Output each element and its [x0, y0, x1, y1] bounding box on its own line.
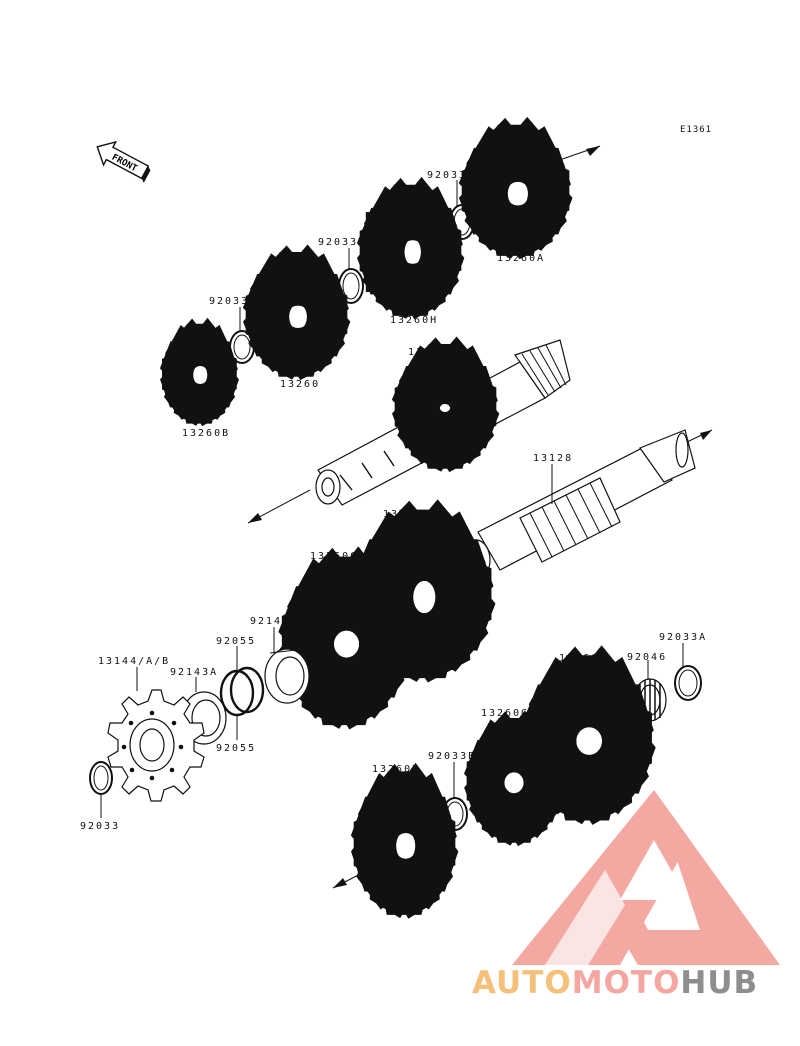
label-92046: 92046 [627, 652, 667, 663]
label-13128: 13128 [533, 453, 573, 464]
gear-13260B [177, 343, 222, 404]
gear-13260G [486, 742, 543, 819]
label-13260C: 13260C [310, 551, 358, 562]
label-92143A: 92143A [170, 667, 218, 678]
watermark-moto: MOTO [572, 965, 681, 1001]
diagram-code: E1361 [680, 125, 712, 135]
label-13260G: 13260G [481, 708, 529, 719]
gear-on-mainshaft [415, 368, 476, 445]
watermark-auto: AUTO [472, 965, 572, 1001]
gear-13260A [483, 150, 547, 231]
gear-13260D [374, 799, 435, 887]
label-13260B: 13260B [182, 428, 230, 439]
gear-13260H [380, 210, 441, 291]
gear-13260 [266, 276, 327, 353]
label-92033: 92033 [80, 821, 120, 832]
label-92033B-1: 92033B [427, 170, 475, 181]
sprocket-13144 [107, 689, 205, 802]
label-13260E: 13260E [559, 653, 607, 664]
label-13260: 13260 [280, 379, 320, 390]
watermark-text: AUTOMOTOHUB [472, 965, 758, 1001]
label-92055-2: 92055 [216, 743, 256, 754]
collar-92143 [264, 648, 310, 704]
circlip-92055-pair [219, 666, 265, 717]
label-92033B-2: 92033B [318, 237, 366, 248]
watermark-hub: HUB [680, 965, 758, 1001]
label-13260D: 13260D [372, 764, 420, 775]
circlip-92033A [674, 665, 702, 701]
gear-13260C [307, 589, 382, 693]
countershaft-13128 [461, 429, 696, 581]
label-92033A: 92033A [659, 632, 707, 643]
label-13260H: 13260H [390, 315, 438, 326]
label-92033B-4: 92033B [428, 751, 476, 762]
gear-13260E [549, 687, 626, 789]
front-arrow-icon: FRONT [96, 140, 151, 183]
label-92143: 92143 [250, 616, 290, 627]
label-92033B-3: 92033B [209, 296, 257, 307]
circlip-92033 [89, 761, 113, 795]
label-13144: 13144/A/B [98, 656, 170, 667]
label-13260F: 13260F [383, 509, 431, 520]
watermark-logo-icon [512, 790, 780, 965]
label-13127: 13127 [408, 347, 448, 358]
label-92055-1: 92055 [216, 636, 256, 647]
leader-lines [100, 180, 684, 818]
label-13260A: 13260A [497, 253, 545, 264]
